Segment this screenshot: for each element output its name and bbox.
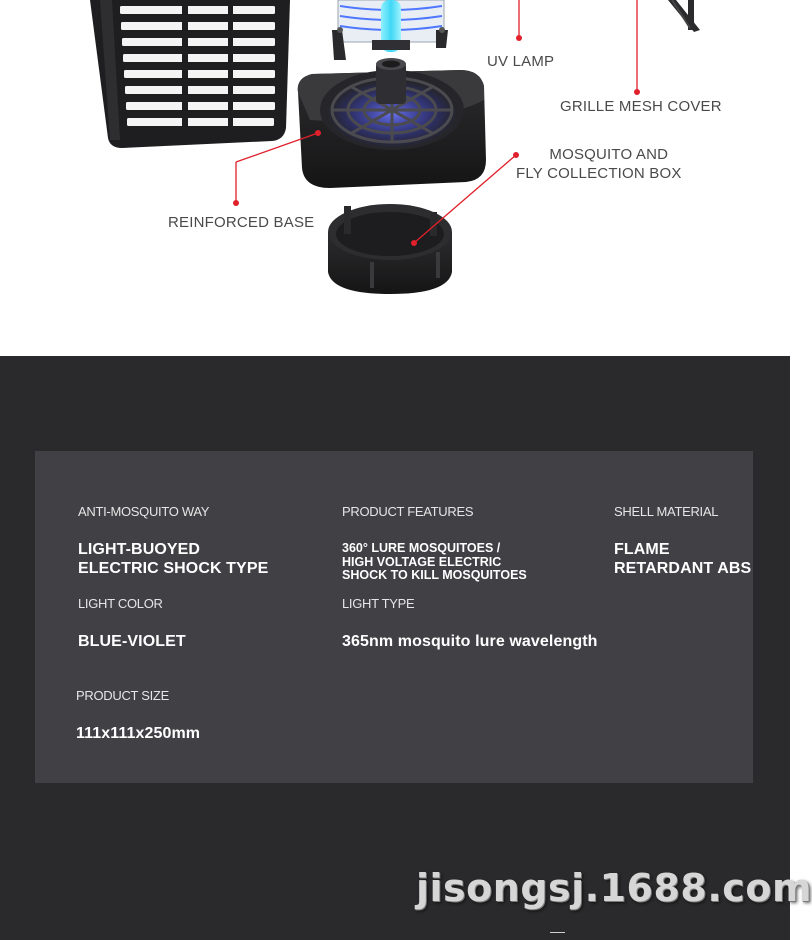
bottom-divider <box>550 932 565 933</box>
spec-value-anti-mosquito-way: LIGHT-BUOYED ELECTRIC SHOCK TYPE <box>78 540 268 578</box>
spec-value-shell-material: FLAME RETARDANT ABS <box>614 540 751 578</box>
callout-collection-box-line-1: MOSQUITO AND <box>549 146 669 163</box>
callout-grille-mesh-cover: GRILLE MESH COVER <box>560 97 722 116</box>
spec-value-anti-mosquito-way-line-2: ELECTRIC SHOCK TYPE <box>78 560 269 577</box>
spec-value-product-features-line-1: 360° LURE MOSQUITOES / <box>342 541 501 555</box>
spec-label-shell-material: SHELL MATERIAL <box>614 504 719 519</box>
spec-value-light-type: 365nm mosquito lure wavelength <box>342 633 598 650</box>
housing-shell <box>90 0 290 148</box>
spec-value-product-size: 111x111x250mm <box>76 725 201 742</box>
callout-dots <box>233 35 640 246</box>
uv-lamp-assembly <box>332 0 448 60</box>
spec-label-light-type: LIGHT TYPE <box>342 596 415 611</box>
spec-label-light-color: LIGHT COLOR <box>78 596 163 611</box>
spec-section: ANTI-MOSQUITO WAY LIGHT-BUOYED ELECTRIC … <box>0 356 812 940</box>
spec-value-shell-material-line-1: FLAME <box>614 541 670 558</box>
spec-card: ANTI-MOSQUITO WAY LIGHT-BUOYED ELECTRIC … <box>35 451 753 783</box>
product-illustration <box>90 0 700 294</box>
site-watermark: jisongsj.1688.com <box>416 866 812 910</box>
spec-label-product-size: PRODUCT SIZE <box>76 688 169 703</box>
callout-lines <box>235 0 638 244</box>
collection-box-part <box>328 204 452 294</box>
callout-grille-mesh-cover-text: GRILLE MESH COVER <box>560 98 722 115</box>
spec-label-anti-mosquito-way: ANTI-MOSQUITO WAY <box>78 504 210 519</box>
spec-value-shell-material-line-2: RETARDANT ABS <box>614 560 752 577</box>
callout-reinforced-base-text: REINFORCED BASE <box>168 214 315 231</box>
product-exploded-diagram: UV LAMP GRILLE MESH COVER MOSQUITO AND F… <box>0 0 790 356</box>
callout-uv-lamp: UV LAMP <box>487 52 554 71</box>
spec-label-product-features: PRODUCT FEATURES <box>342 504 474 519</box>
callout-collection-box: MOSQUITO AND FLY COLLECTION BOX <box>516 145 682 183</box>
grille-cover-corner <box>668 0 700 32</box>
spec-value-product-features-line-2: HIGH VOLTAGE ELECTRIC <box>342 554 502 569</box>
spec-value-light-color: BLUE-VIOLET <box>78 633 186 650</box>
callout-collection-box-line-2: FLY COLLECTION BOX <box>516 165 682 182</box>
spec-value-product-features-line-3: SHOCK TO KILL MOSQUITOES <box>342 568 527 582</box>
reinforced-base-part <box>297 58 486 188</box>
spec-value-anti-mosquito-way-line-1: LIGHT-BUOYED <box>78 541 201 558</box>
spec-value-product-features: 360° LURE MOSQUITOES / HIGH VOLTAGE ELEC… <box>342 541 527 583</box>
callout-reinforced-base: REINFORCED BASE <box>168 213 314 232</box>
callout-uv-lamp-text: UV LAMP <box>487 53 555 70</box>
